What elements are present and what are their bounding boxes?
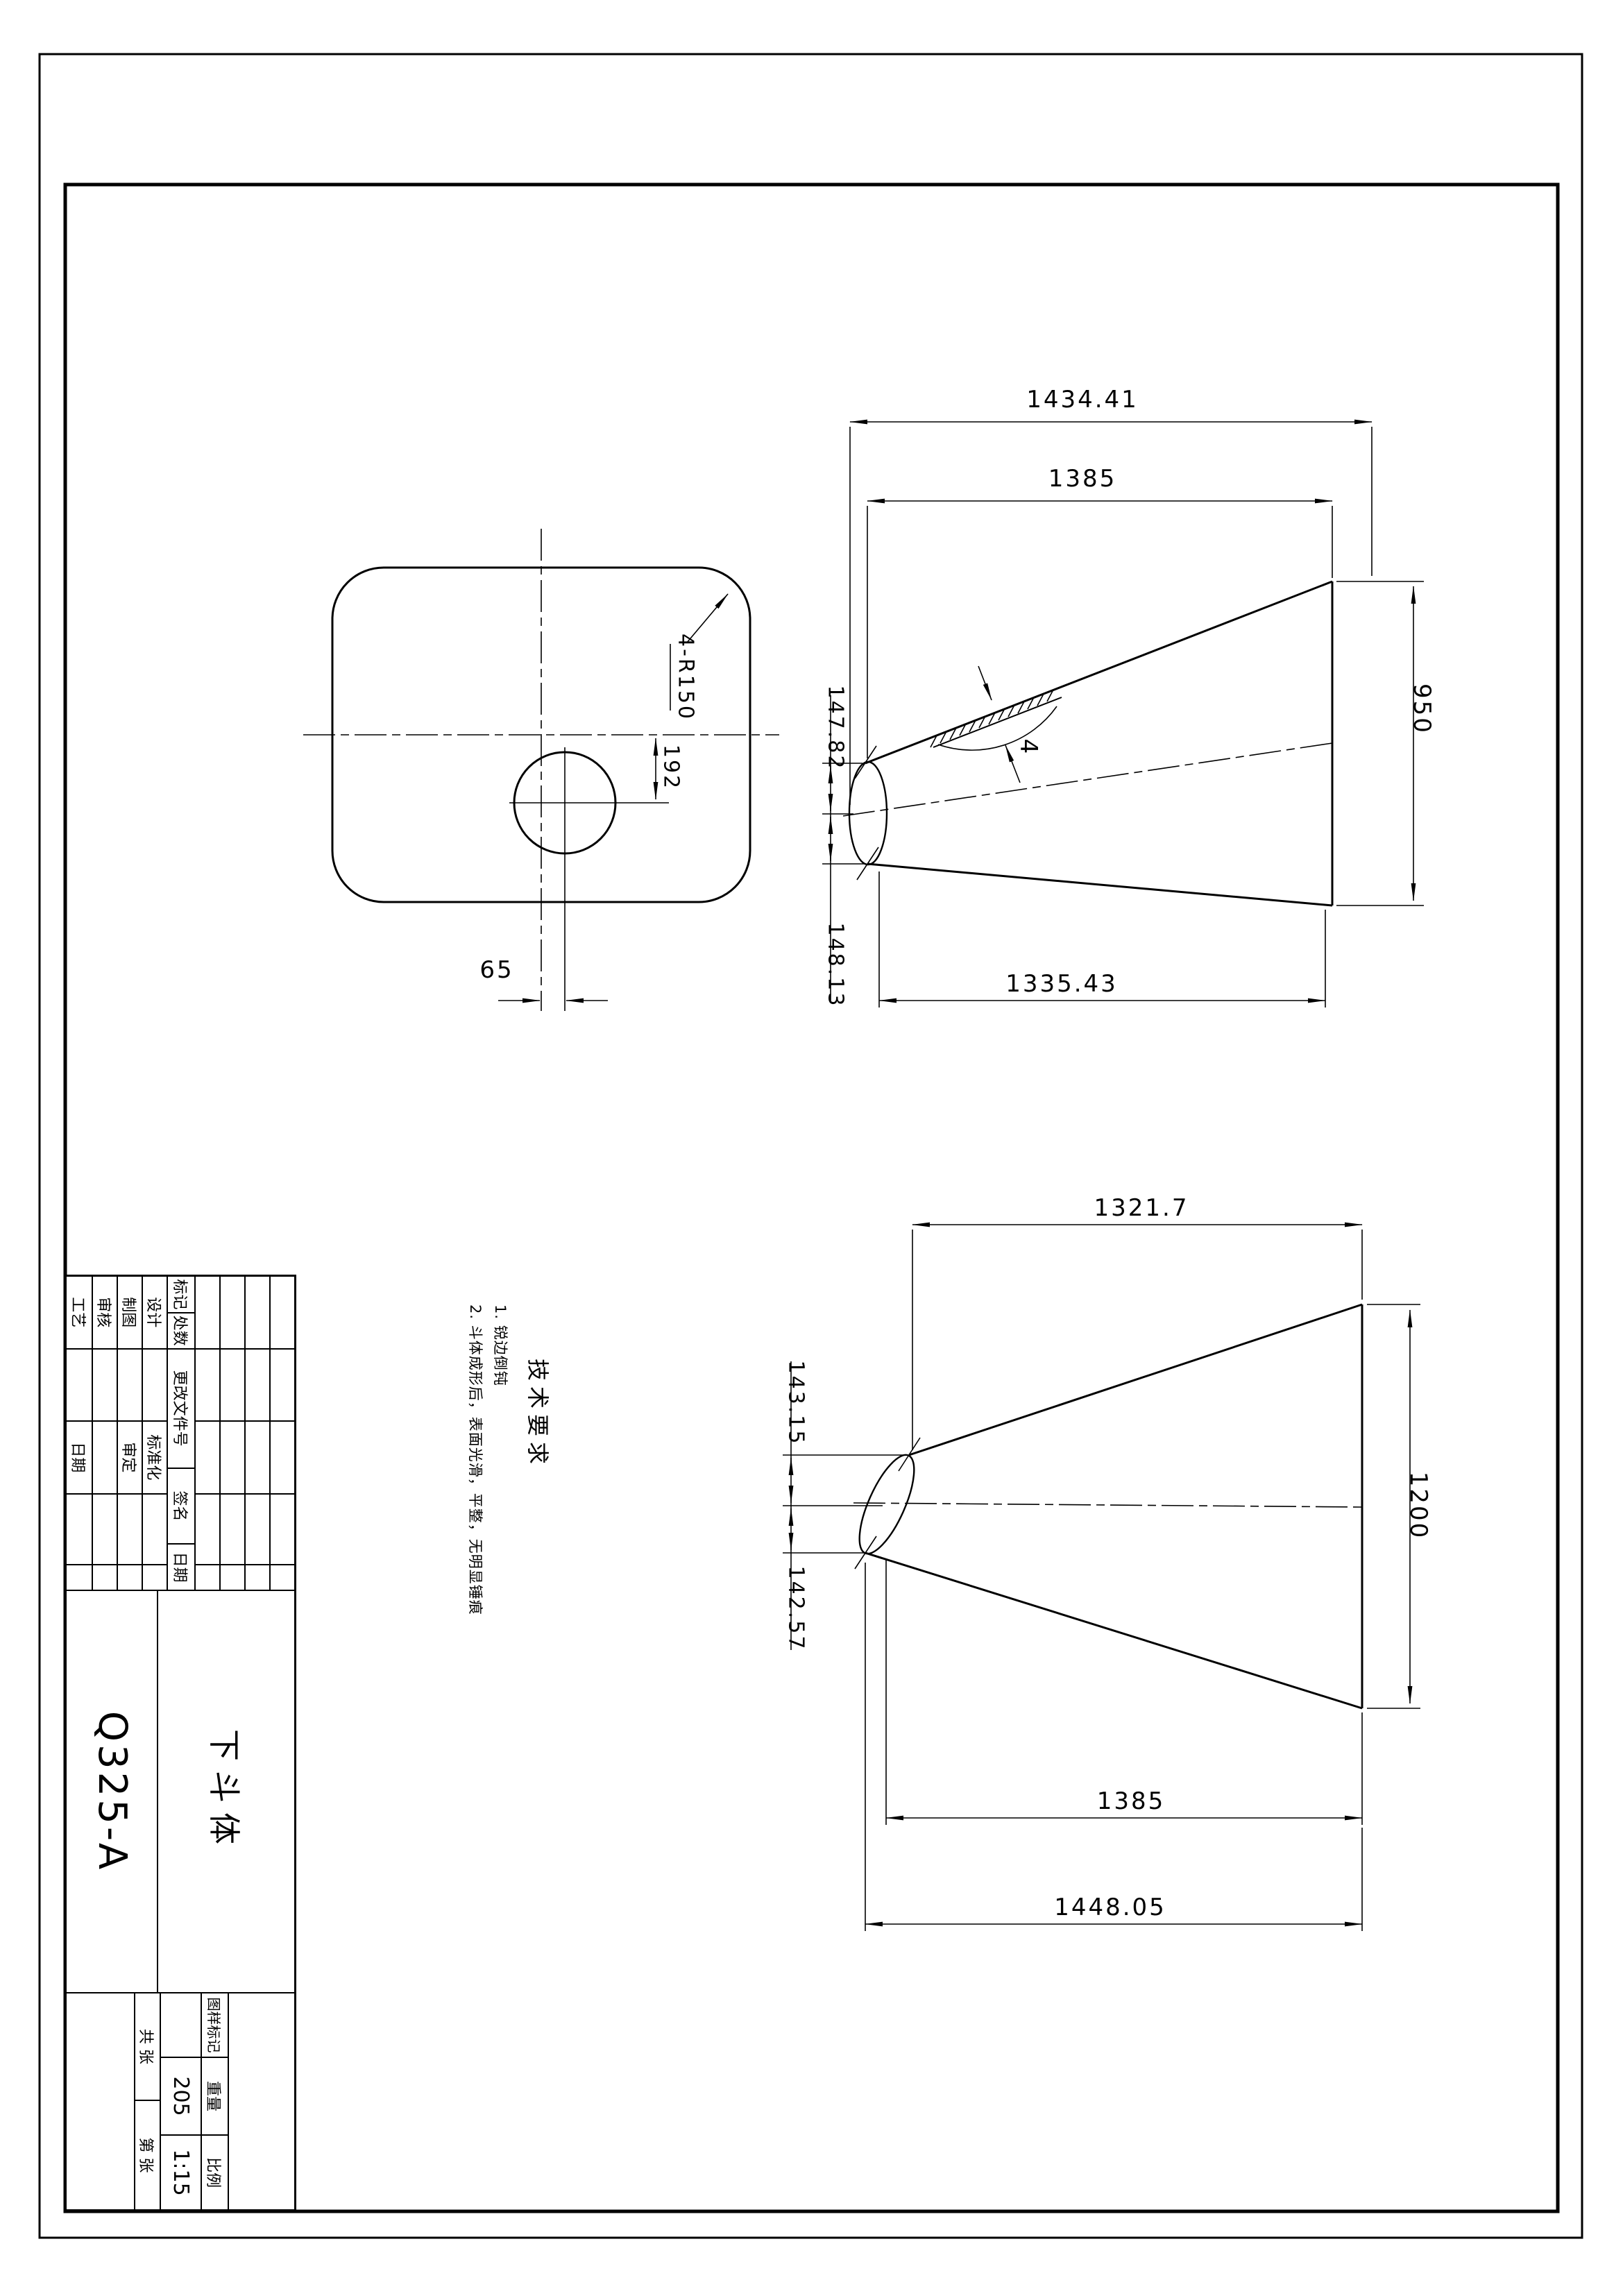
technical-requirements: 技术要求 1. 锐边倒钝 2. 斗体成形后，表面光滑，平整，无明显锤痕	[392, 1304, 555, 1615]
revision-signature-table: 标记 处数 更改文件号 签名 日期 设计 标准化 制图 审定 审核 工艺 日	[67, 1277, 294, 1591]
sig-label-check: 审核	[93, 1277, 117, 1350]
dim-upper-large-end: 950	[1408, 683, 1436, 735]
rev-header-sign: 签名	[168, 1468, 194, 1545]
sig-label-process: 工艺	[67, 1277, 92, 1350]
rev-header-date: 日期	[171, 1551, 188, 1583]
name-number-section: 下斗体 Q325-A	[67, 1591, 294, 1993]
marks-weight-scale-section: 图样标记 重量 比例 205 1:15 共 张 第 张	[67, 1993, 294, 2209]
part-name: 下斗体	[157, 1591, 294, 1992]
scale-value: 1:15	[169, 2149, 193, 2196]
sheet-total: 共 张	[135, 1993, 160, 2101]
dim-top-width: 65	[479, 956, 514, 984]
view-upper-cone	[822, 419, 1424, 1007]
dim-corner-radius: 4-R150	[673, 633, 698, 722]
sig-row-process: 工艺 日期	[67, 1277, 92, 1590]
dim-upper-bottom: 1335.43	[1005, 970, 1118, 998]
sig-row-design: 设计 标准化	[142, 1277, 167, 1590]
dim-wall-thickness: 4	[1014, 738, 1042, 756]
marks-values-row: 205 1:15	[160, 1993, 201, 2209]
sig-label-standardization: 标准化	[143, 1422, 167, 1495]
sheet-page: 第 张	[137, 2137, 155, 2173]
sig-label-approve-check: 审定	[118, 1422, 142, 1495]
tech-req-item-1: 1. 锐边倒钝	[492, 1304, 509, 1386]
tech-req-item-2: 2. 斗体成形后，表面光滑，平整，无明显锤痕	[467, 1304, 484, 1615]
drawing-number: Q325-A	[90, 1710, 135, 1873]
dim-upper-body: 1385	[1048, 465, 1117, 493]
dim-upper-small-top: 147.82	[823, 685, 848, 771]
rev-header-doc-no: 更改文件号	[168, 1349, 194, 1469]
marks-header-row: 图样标记 重量 比例	[201, 1993, 228, 2209]
hatch-pattern	[930, 689, 1054, 748]
title-block: 标记 处数 更改文件号 签名 日期 设计 标准化 制图 审定 审核 工艺 日	[65, 1275, 296, 2211]
dim-lower-small-top: 143.15	[783, 1360, 808, 1446]
dim-lower-small-bottom: 142.57	[783, 1565, 808, 1651]
rev-header-mark: 标记	[168, 1277, 194, 1313]
dim-top-offset: 192	[658, 744, 683, 791]
weight-value: 205	[161, 2058, 201, 2136]
header-weight: 重量	[202, 2058, 228, 2136]
sig-row-draft: 制图 审定	[117, 1277, 142, 1590]
sheet-row: 共 张 第 张	[134, 1993, 160, 2209]
dim-upper-small-bottom: 148.13	[823, 922, 848, 1008]
rev-header-count: 处数	[168, 1313, 194, 1350]
header-scale: 比例	[204, 2157, 222, 2188]
sig-label-date: 日期	[67, 1422, 92, 1495]
header-sample-mark: 图样标记	[202, 1993, 228, 2058]
dim-upper-total: 1434.41	[1026, 386, 1139, 414]
tech-req-title: 技术要求	[525, 1359, 551, 1470]
revision-header-row: 标记 处数 更改文件号 签名 日期	[167, 1277, 194, 1590]
dim-lower-top: 1321.7	[1094, 1194, 1189, 1222]
dim-lower-total: 1448.05	[1054, 1894, 1166, 1921]
dim-lower-large-end: 1200	[1404, 1471, 1432, 1540]
view-lower-cone	[783, 1222, 1420, 1931]
view-top-plan	[303, 529, 779, 1011]
sig-row-check: 审核	[92, 1277, 117, 1590]
sig-label-design: 设计	[143, 1277, 167, 1350]
sig-label-draft: 制图	[118, 1277, 142, 1350]
dim-lower-body: 1385	[1096, 1787, 1166, 1815]
sheet-borders	[38, 53, 1583, 2239]
